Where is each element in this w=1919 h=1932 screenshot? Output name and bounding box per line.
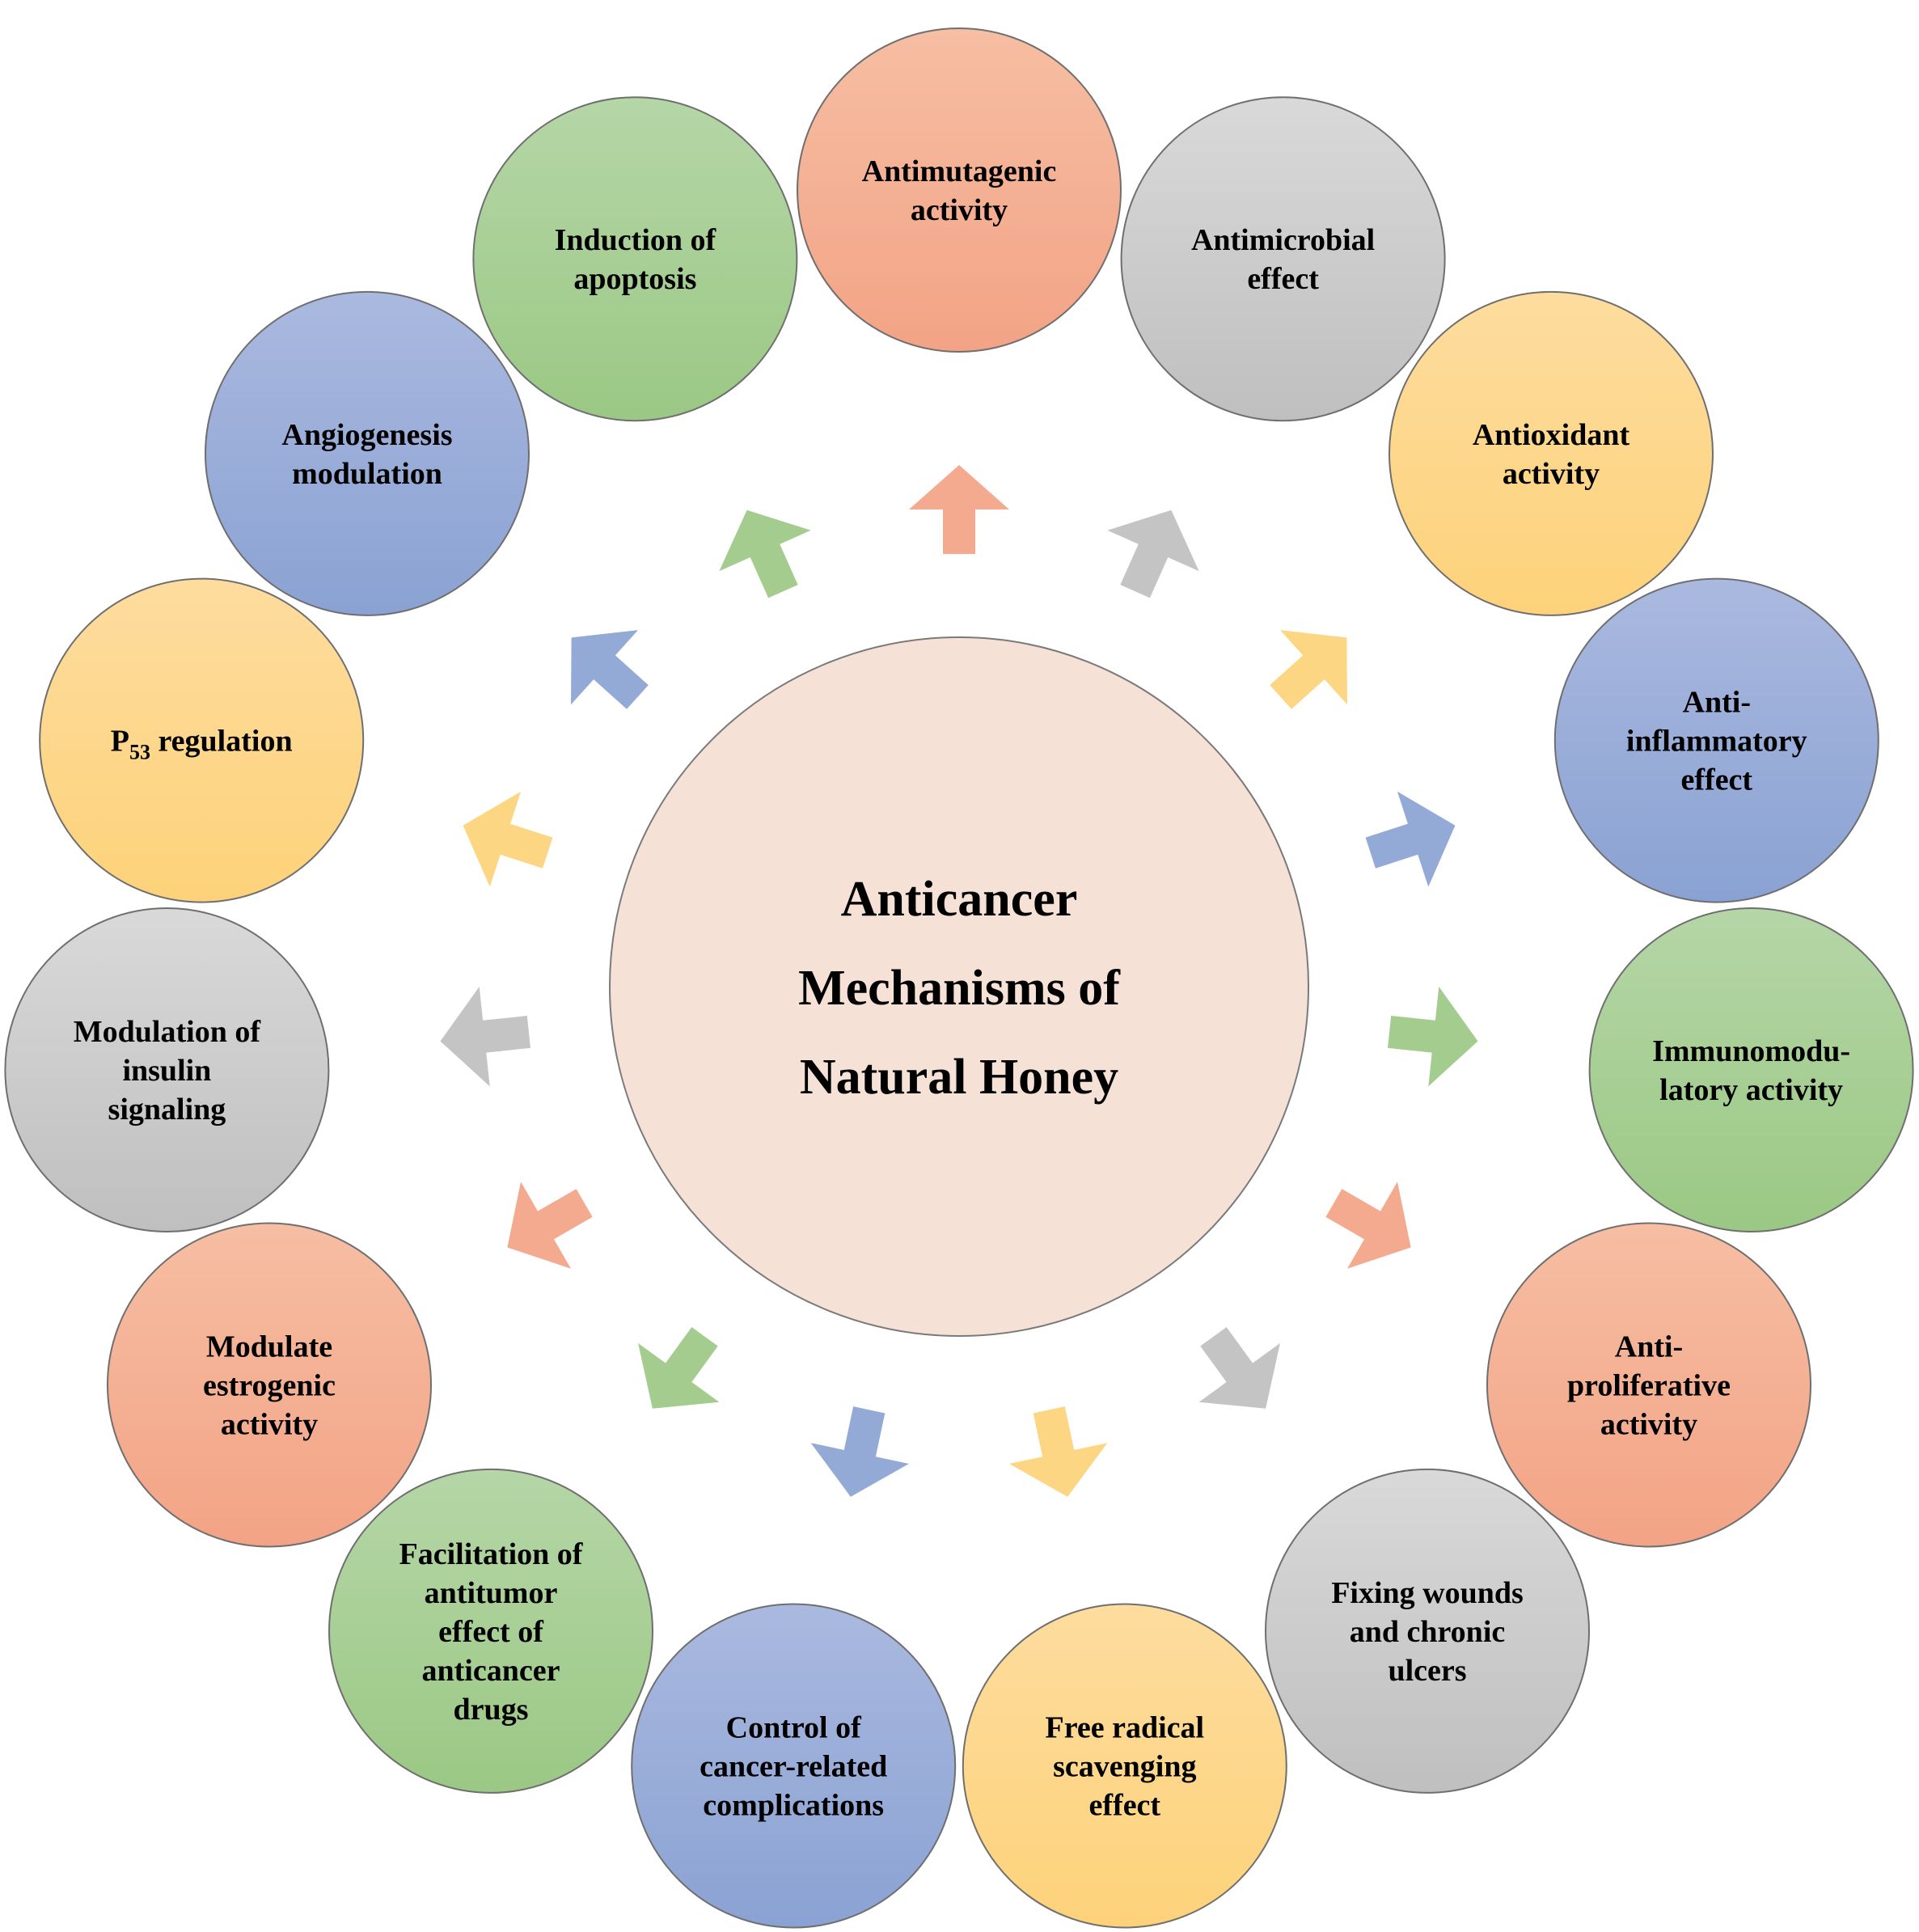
node-label-line: Facilitation of	[399, 1537, 584, 1571]
node-circle	[631, 1603, 957, 1929]
node-fixing-wounds-and-chronic-ulcers: Fixing wounds and chronic ulcers	[1265, 1468, 1590, 1794]
node-circle	[1486, 1222, 1811, 1548]
node-modulation-of-insulin-signaling: Modulation of insulin signaling	[4, 907, 330, 1232]
node-label-line: antitumor	[425, 1576, 558, 1610]
node-label-line: cancer-related	[700, 1750, 887, 1784]
node-label-line: Antimicrobial	[1191, 223, 1375, 257]
node-angiogenesis-modulation: Angiogenesis modulation	[205, 290, 530, 616]
node-label-line: insulin	[122, 1054, 211, 1088]
node-circle	[107, 1222, 432, 1548]
node-label-line: effect	[1681, 763, 1753, 797]
node-induction-of-apoptosis: Induction of apoptosis	[472, 96, 798, 422]
node-antioxidant-activity: Antioxidant activity	[1389, 290, 1714, 616]
arrow-immunomodu	[1388, 987, 1478, 1087]
node-modulate-estrogenic-activity: Modulate estrogenic activity	[107, 1222, 432, 1548]
node-free-radical-scavenging-effect: Free radical scavenging effect	[962, 1603, 1287, 1929]
center-title-line: Natural Honey	[800, 1050, 1118, 1105]
node-circle	[1588, 907, 1914, 1232]
arrow-antimicrobial	[1107, 509, 1199, 598]
node-antimicrobial-effect: Antimicrobial effect	[1120, 96, 1446, 422]
node-circle	[205, 290, 530, 616]
node-label-line: Antimutagenic	[862, 154, 1057, 188]
node-label-line: anticancer	[422, 1654, 560, 1688]
arrows-layer	[440, 465, 1478, 1497]
node-label-line: drugs	[454, 1693, 529, 1727]
node-circle	[328, 1468, 653, 1794]
node-circle	[797, 27, 1122, 353]
node-circle	[962, 1603, 1287, 1929]
node-label-line: activity	[1503, 457, 1600, 491]
arrow-anti	[1365, 791, 1456, 887]
center-circle	[609, 636, 1309, 1337]
arrow-modulation-of	[440, 987, 530, 1087]
node-control-of-cancer-related-complications: Control of cancer-related complications	[631, 1603, 957, 1929]
node-label-line: and chronic	[1350, 1615, 1506, 1649]
node-label-line: Free radical	[1045, 1711, 1204, 1745]
arrow-induction-of	[719, 509, 811, 598]
node-facilitation-of-antitumor-effect-of-anticancer-drugs: Facilitation of antitumor effect of antican…	[328, 1468, 653, 1794]
node-label-line: Control of	[726, 1711, 862, 1745]
arrow-facilitation-of	[638, 1327, 720, 1409]
node-label-line: latory activity	[1659, 1073, 1843, 1107]
node-label-line: estrogenic	[203, 1369, 336, 1403]
node-label-line: activity	[1600, 1408, 1697, 1442]
mechanism-nodes: AntimutagenicactivityAntimicrobialeffect…	[4, 27, 1914, 1929]
arrow-angiogenesis	[571, 630, 649, 709]
node-label-line: apoptosis	[573, 262, 696, 296]
arrow-antioxidant	[1270, 630, 1347, 709]
node-antimutagenic-activity: Antimutagenic activity	[797, 27, 1122, 353]
node-circle	[39, 577, 365, 903]
center-title-line: Anticancer	[841, 872, 1078, 927]
arrow-modulate	[507, 1182, 593, 1269]
node-circle	[1265, 1468, 1590, 1794]
node-label-line: Modulation of	[74, 1015, 262, 1049]
node-immunomodu-latory-activity: Immunomodu-latory activity	[1588, 907, 1914, 1232]
node-circle	[4, 907, 330, 1232]
node-label-line: P53 regulation	[111, 725, 293, 764]
node-label-line: activity	[221, 1408, 318, 1442]
arrow-control-of	[810, 1406, 909, 1497]
node-label-line: Immunomodu-	[1652, 1034, 1850, 1068]
node-label-line: effect	[1247, 262, 1319, 296]
node-circle	[472, 96, 798, 422]
node-label-line: Fixing wounds	[1331, 1576, 1524, 1610]
node-label-line: Induction of	[555, 223, 717, 257]
node-label-line: activity	[911, 193, 1008, 227]
node-label-line: effect	[1089, 1789, 1161, 1823]
node-anti-inflammatory-effect: Anti-inflammatory effect	[1553, 577, 1879, 903]
node-label-line: modulation	[292, 457, 442, 491]
node-label-line: Antioxidant	[1473, 418, 1630, 452]
node-p53-regulation: P53 regulation	[39, 577, 365, 903]
node-label-line: scavenging	[1053, 1750, 1196, 1784]
node-label-line: Angiogenesis	[281, 418, 452, 452]
arrow-anti	[1325, 1182, 1411, 1269]
arrow-p53-regulation	[463, 791, 553, 887]
node-label-line: signaling	[108, 1093, 226, 1127]
arrow-fixing-wounds	[1198, 1327, 1280, 1409]
node-label-line: inflammatory	[1626, 725, 1807, 759]
arrow-free-radical	[1009, 1406, 1108, 1497]
node-label-line: Anti-	[1615, 1330, 1683, 1364]
node-circle	[1389, 290, 1714, 616]
node-circle	[1553, 577, 1879, 903]
node-anti-proliferative-activity: Anti-proliferative activity	[1486, 1222, 1811, 1548]
node-label-line: proliferative	[1567, 1369, 1731, 1403]
node-circle	[1120, 96, 1446, 422]
center-title-line: Mechanisms of	[798, 961, 1121, 1016]
node-label-line: complications	[703, 1789, 884, 1823]
node-label-line: effect of	[438, 1615, 544, 1649]
node-label-line: Modulate	[206, 1330, 332, 1364]
node-label-line: Anti-	[1683, 686, 1751, 720]
arrow-antimutagenic	[909, 465, 1009, 554]
node-label-line: ulcers	[1388, 1654, 1466, 1688]
